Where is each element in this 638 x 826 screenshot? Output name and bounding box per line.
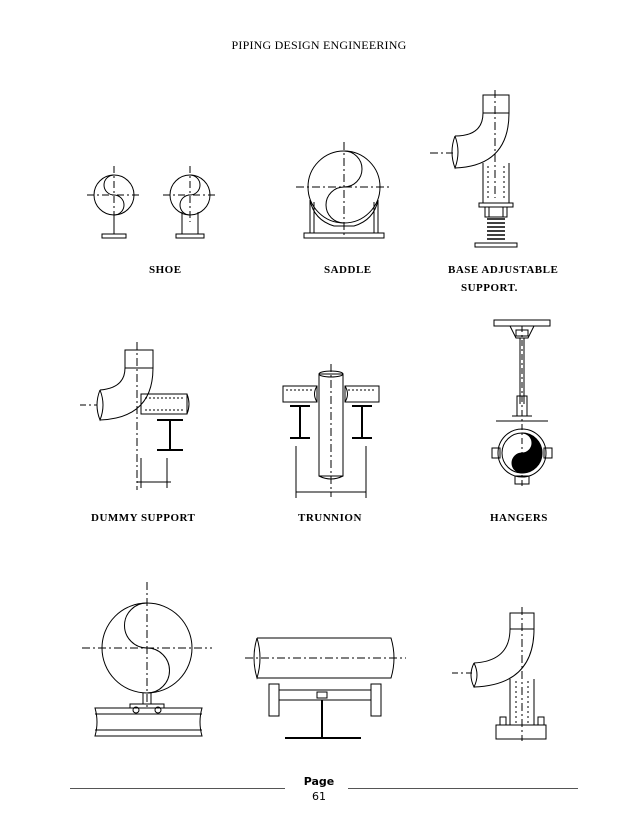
shoe-drawing xyxy=(85,160,235,245)
shoe-pipe-right xyxy=(163,166,217,238)
label-base-adjustable-line2: SUPPORT. xyxy=(461,282,518,294)
elbow-base-support-drawing xyxy=(450,605,550,745)
label-hangers: HANGERS xyxy=(490,512,548,524)
footer-page-number: 61 xyxy=(312,790,326,803)
base-adjustable-support-drawing xyxy=(425,88,535,250)
shoe-pipe-left xyxy=(87,166,141,238)
pipe-crossbeam-drawing xyxy=(243,630,408,742)
footer-page-label: Page xyxy=(303,775,335,788)
trunnion-drawing xyxy=(278,362,388,502)
label-trunnion: TRUNNION xyxy=(298,512,362,524)
page-header-title: PIPING DESIGN ENGINEERING xyxy=(231,38,407,52)
footer-rule-right xyxy=(348,788,578,789)
label-base-adjustable-line1: BASE ADJUSTABLE xyxy=(448,264,559,276)
hangers-drawing xyxy=(482,316,562,491)
label-saddle: SADDLE xyxy=(324,264,372,276)
shoe-on-beam-drawing xyxy=(80,580,215,740)
label-dummy-support: DUMMY SUPPORT xyxy=(91,512,196,524)
label-shoe: SHOE xyxy=(149,264,182,276)
saddle-drawing xyxy=(294,140,394,245)
footer-rule-left xyxy=(70,788,285,789)
dummy-support-drawing xyxy=(75,340,205,495)
